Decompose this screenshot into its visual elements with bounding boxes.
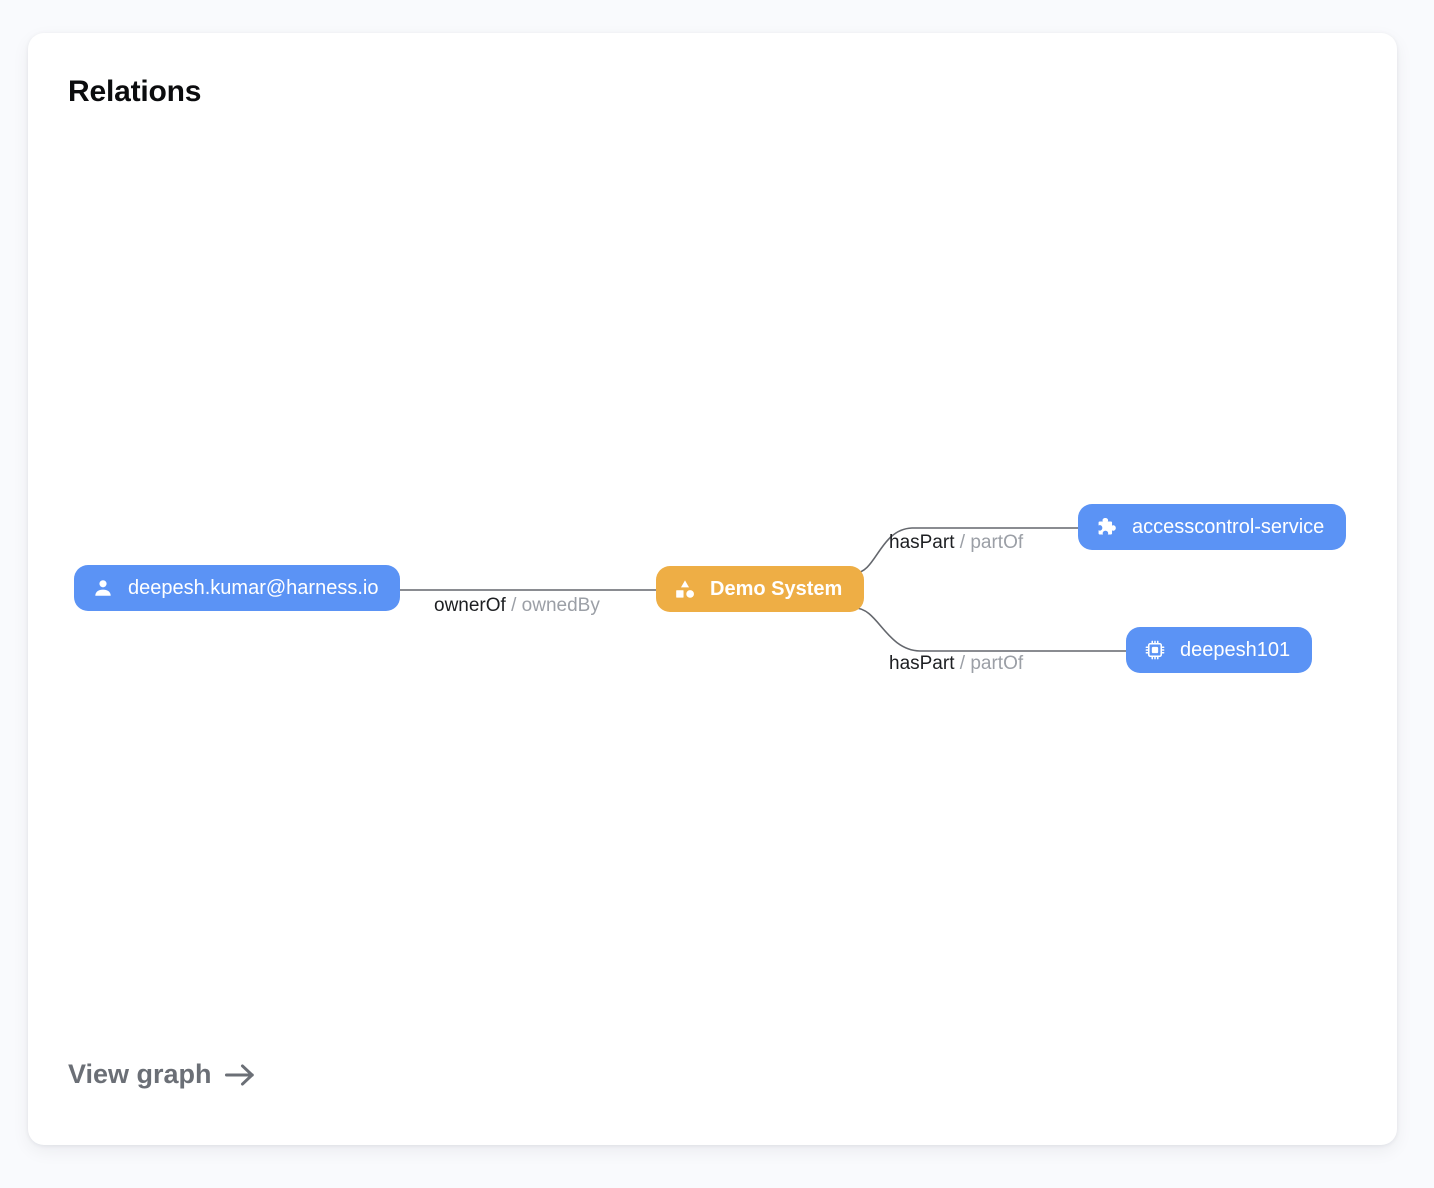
graph-node-label: Demo System: [710, 578, 843, 600]
edge-label-separator: /: [505, 595, 522, 616]
edge-label-ownerof: ownerOf / ownedBy: [434, 596, 600, 615]
relations-graph[interactable]: deepesh.kumar@harness.io Demo System acc…: [28, 33, 1397, 1145]
edge-label-secondary: ownedBy: [521, 595, 600, 616]
page-title: Relations: [68, 75, 202, 108]
arrow-right-icon: [224, 1063, 254, 1086]
edge-haspart-2-line: [854, 607, 1126, 652]
edge-label-secondary: partOf: [970, 653, 1024, 674]
graph-node-system[interactable]: Demo System: [656, 566, 865, 612]
view-graph-label: View graph: [68, 1059, 212, 1089]
edge-label-primary: hasPart: [889, 653, 955, 674]
edge-label-separator: /: [954, 653, 971, 674]
edge-label-haspart-resource: hasPart / partOf: [889, 654, 1023, 673]
edge-label-separator: /: [954, 532, 971, 553]
puzzle-piece-icon: [1098, 518, 1116, 535]
edge-label-haspart-component: hasPart / partOf: [889, 533, 1023, 552]
cpu-chip-icon: [1145, 640, 1165, 660]
graph-node-component[interactable]: accesscontrol-service: [1078, 504, 1347, 550]
edge-haspart-1-line: [854, 527, 1078, 574]
graph-node-label: accesscontrol-service: [1132, 516, 1325, 538]
graph-node-label: deepesh.kumar@harness.io: [128, 577, 379, 599]
view-graph-link[interactable]: View graph: [68, 1059, 256, 1090]
edge-label-primary: hasPart: [889, 532, 955, 553]
person-icon: [95, 580, 111, 596]
graph-node-resource[interactable]: deepesh101: [1126, 627, 1313, 673]
graph-node-label: deepesh101: [1180, 639, 1291, 661]
graph-edges: [400, 527, 1126, 652]
relations-card: Relations deepesh.kumar@harness.io Demo …: [28, 33, 1397, 1145]
shapes-icon: [676, 580, 694, 598]
edge-label-secondary: partOf: [970, 532, 1024, 553]
edge-label-primary: ownerOf: [434, 595, 506, 616]
graph-node-user[interactable]: deepesh.kumar@harness.io: [74, 565, 401, 611]
